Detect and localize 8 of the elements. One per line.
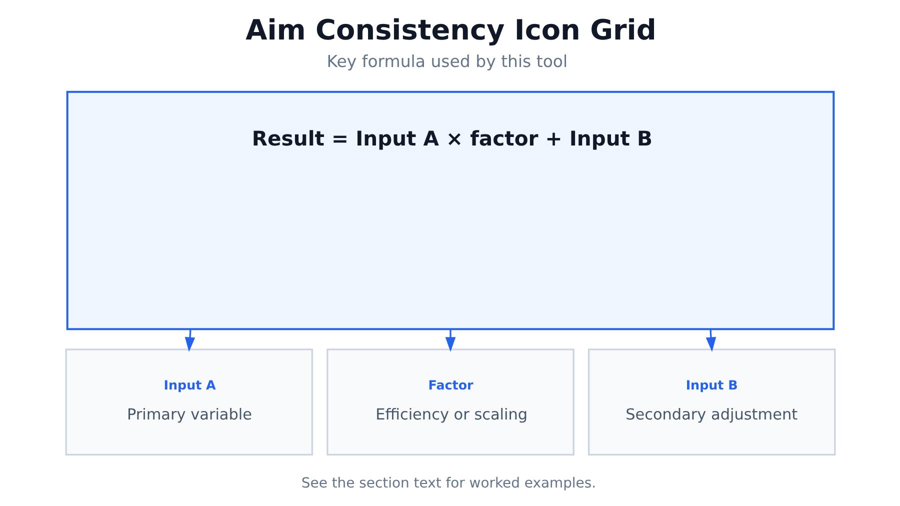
arrow xyxy=(444,329,456,352)
node-box: Input B Secondary adjustment xyxy=(587,348,836,456)
diagram-title: Aim Consistency Icon Grid xyxy=(245,13,656,46)
caption: See the section text for worked examples. xyxy=(300,475,596,492)
node-box: Factor Efficiency or scaling xyxy=(326,348,574,456)
node-box: Result = Input A × factor + Input B xyxy=(66,90,834,330)
node-box: Input A Primary variable xyxy=(64,348,313,456)
label: Key formula used by this tool xyxy=(326,52,568,72)
